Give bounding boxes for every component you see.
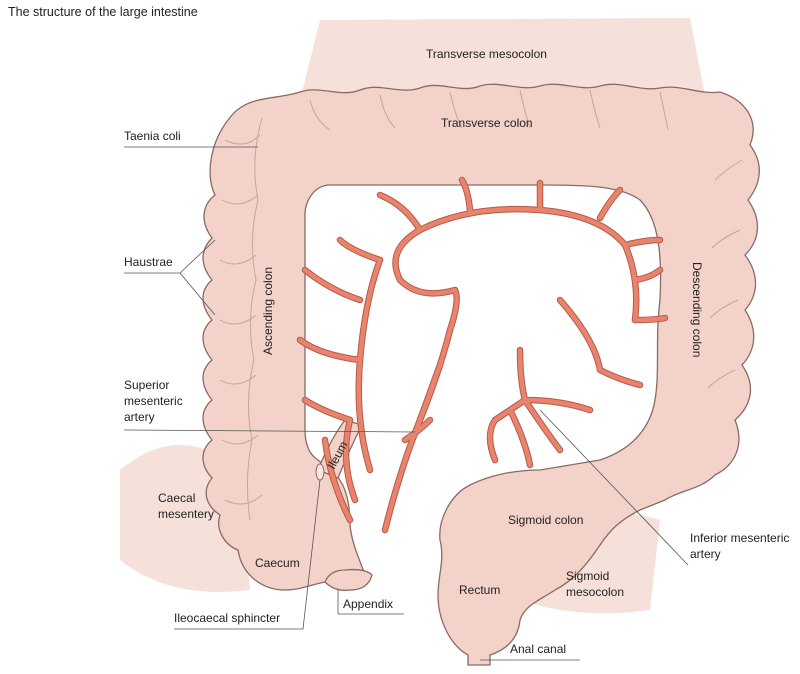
leader-appendix (337, 590, 404, 615)
label-sigmoid-mesocolon-line-2: mesocolon (566, 585, 624, 599)
label-descending-colon: Descending colon (690, 262, 704, 357)
transverse-mesocolon-region (300, 18, 705, 100)
label-ileocaecal-sphincter: Ileocaecal sphincter (174, 611, 280, 625)
appendix (324, 568, 373, 591)
inferior-mesenteric-arteries (486, 346, 594, 469)
label-sigmoid-mesocolon-line-1: Sigmoid (566, 569, 609, 583)
leader-lines (123, 146, 689, 661)
label-transverse-mesocolon: Transverse mesocolon (426, 47, 547, 61)
colon-body (202, 83, 760, 666)
label-superior-line-3: artery (124, 410, 155, 424)
label-caecal-line-1: Caecal (158, 491, 195, 505)
label-superior-line-1: Superior (124, 378, 169, 392)
leader-haustrae (124, 239, 216, 316)
diagram-title: The structure of the large intestine (8, 5, 198, 19)
label-anal-canal: Anal canal (510, 642, 566, 656)
leader-superior-mesenteric (123, 429, 416, 433)
label-ascending-colon: Ascending colon (261, 267, 275, 355)
leader-ileocaecal-sphincter (174, 479, 321, 630)
label-rectum: Rectum (459, 583, 500, 597)
label-caecum: Caecum (255, 556, 300, 570)
superior-mesenteric-arteries (296, 176, 669, 534)
label-transverse-colon: Transverse colon (441, 116, 533, 130)
label-taenia-coli: Taenia coli (124, 129, 181, 143)
label-superior-line-2: mesenteric (124, 394, 183, 408)
label-inferior-line-2: artery (690, 547, 721, 561)
label-haustrae: Haustrae (124, 255, 173, 269)
taenia-coli-band (246, 117, 263, 521)
haustra-folds (219, 89, 743, 505)
label-inferior-line-1: Inferior mesenteric (690, 531, 789, 545)
ileocaecal-sphincter (315, 463, 325, 481)
label-caecal-line-2: mesentery (158, 507, 214, 521)
leader-inferior-mesenteric (539, 409, 689, 566)
label-sigmoid-colon: Sigmoid colon (508, 513, 583, 527)
label-appendix: Appendix (343, 597, 393, 611)
